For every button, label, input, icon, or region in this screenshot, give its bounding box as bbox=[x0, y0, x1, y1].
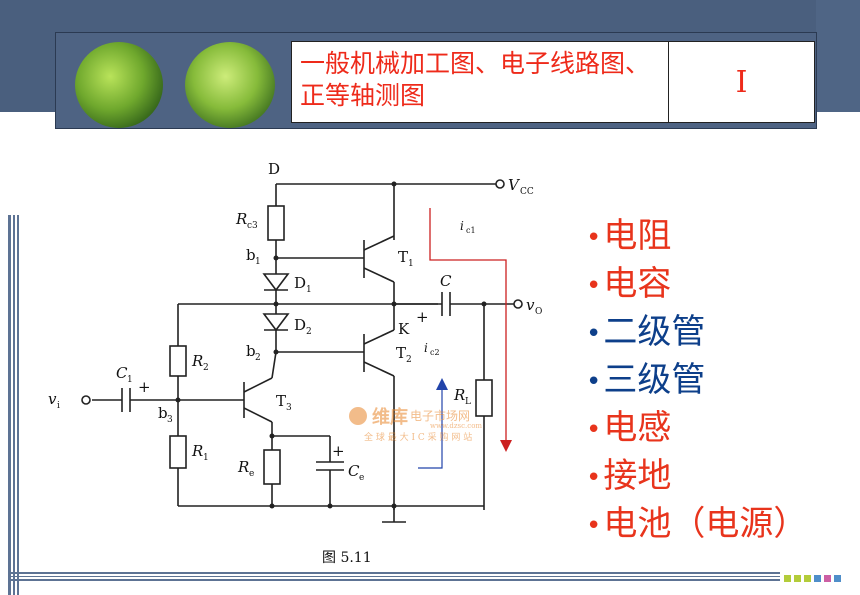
label-rl: R bbox=[453, 386, 465, 404]
list-item: •电容 bbox=[586, 260, 807, 308]
label-c1-plus: + bbox=[138, 378, 151, 396]
circuit-nodes bbox=[81, 179, 523, 509]
list-item-text: 电池（电源） bbox=[603, 504, 808, 544]
label-c-plus: + bbox=[416, 308, 429, 326]
label-r2-sub: 2 bbox=[203, 363, 209, 373]
label-t2-sub: 2 bbox=[406, 355, 412, 365]
label-vo: v bbox=[526, 296, 535, 314]
nav-dot[interactable] bbox=[834, 575, 841, 582]
label-r2: R bbox=[191, 352, 203, 370]
label-c: C bbox=[440, 272, 452, 290]
current-arrow-ic2 bbox=[418, 378, 448, 469]
label-b2: b bbox=[246, 342, 256, 360]
slide-title: 一般机械加工图、电子线路图、正等轴测图 bbox=[292, 42, 669, 122]
nav-dot[interactable] bbox=[804, 575, 811, 582]
watermark: 维库 电子市场网 www.dzsc.com 全 球 最 大 I C 采 购 网 … bbox=[349, 406, 482, 443]
label-rc3: R bbox=[235, 210, 247, 228]
label-b2-sub: 2 bbox=[255, 353, 261, 363]
label-ic1-sub: c1 bbox=[466, 226, 476, 235]
label-re-sub: e bbox=[249, 469, 254, 479]
label-ic1: i bbox=[460, 219, 464, 233]
bottom-rule bbox=[10, 572, 780, 574]
label-re: R bbox=[237, 458, 249, 476]
label-t3: T bbox=[276, 392, 286, 410]
bottom-rule-lower bbox=[10, 579, 780, 581]
label-d1-sub: 1 bbox=[306, 285, 312, 295]
bullet-marker: • bbox=[586, 510, 602, 541]
current-arrow-ic1 bbox=[429, 208, 512, 452]
watermark-sub: 全 球 最 大 I C 采 购 网 站 bbox=[364, 431, 472, 443]
label-b3: b bbox=[158, 404, 168, 422]
label-r1: R bbox=[191, 442, 203, 460]
list-item-text: 电阻 bbox=[603, 216, 672, 256]
label-r1-sub: 1 bbox=[203, 453, 209, 463]
label-vo-sub: O bbox=[535, 307, 542, 317]
leaf-image-left bbox=[75, 42, 163, 128]
list-item: •接地 bbox=[586, 452, 807, 500]
label-d2: D bbox=[294, 316, 306, 334]
nav-dot[interactable] bbox=[794, 575, 801, 582]
bullet-marker: • bbox=[586, 270, 602, 301]
bullet-marker: • bbox=[586, 462, 602, 493]
list-item: •电阻 bbox=[586, 212, 807, 260]
slide-number: I bbox=[735, 64, 748, 100]
label-vcc: V bbox=[508, 176, 521, 194]
label-c1: C bbox=[116, 364, 128, 382]
label-t1-sub: 1 bbox=[408, 259, 414, 269]
label-rc3-sub: c3 bbox=[247, 221, 258, 231]
label-rl-sub: L bbox=[465, 397, 471, 407]
list-item-text: 电容 bbox=[603, 264, 672, 304]
circuit-wires bbox=[92, 183, 514, 523]
label-vi: v bbox=[48, 390, 57, 408]
bullet-marker: • bbox=[586, 222, 602, 253]
list-item: •电感 bbox=[586, 404, 807, 452]
label-t3-sub: 3 bbox=[286, 403, 292, 413]
bottom-rule-thin bbox=[10, 576, 780, 577]
bullet-marker: • bbox=[586, 414, 602, 445]
list-item: •电池（电源） bbox=[586, 500, 807, 548]
bullet-marker: • bbox=[586, 318, 602, 349]
list-item-text: 电感 bbox=[603, 408, 672, 448]
label-ce: C bbox=[348, 462, 360, 480]
nav-dot[interactable] bbox=[824, 575, 831, 582]
header-band-right bbox=[816, 0, 860, 112]
component-list: •电阻 •电容 •二级管 •三级管 •电感 •接地 •电池（电源） bbox=[586, 212, 807, 548]
list-item: •三级管 bbox=[586, 356, 807, 404]
circuit-labels: D V CC R c3 b 1 D 1 D 2 b 2 T 1 T 2 T 3 … bbox=[48, 160, 542, 566]
label-ic2: i bbox=[424, 341, 428, 355]
label-c1-sub: 1 bbox=[127, 375, 133, 385]
label-ce-sub: e bbox=[359, 473, 364, 483]
bullet-marker: • bbox=[586, 366, 602, 397]
label-d1: D bbox=[294, 274, 306, 292]
label-k: K bbox=[398, 320, 410, 338]
left-decor-bar bbox=[8, 215, 20, 595]
label-ce-plus: + bbox=[332, 442, 345, 460]
label-t2: T bbox=[396, 344, 406, 362]
nav-dot[interactable] bbox=[814, 575, 821, 582]
label-b3-sub: 3 bbox=[167, 415, 173, 425]
title-table: 一般机械加工图、电子线路图、正等轴测图 I bbox=[291, 41, 815, 123]
label-ic2-sub: c2 bbox=[430, 348, 440, 357]
navigation-dots[interactable] bbox=[784, 575, 841, 582]
label-vi-sub: i bbox=[57, 401, 60, 411]
watermark-url: www.dzsc.com bbox=[430, 422, 482, 430]
label-d: D bbox=[268, 160, 280, 178]
nav-dot[interactable] bbox=[784, 575, 791, 582]
list-item: •二级管 bbox=[586, 308, 807, 356]
leaf-image-right bbox=[185, 42, 275, 128]
list-item-text: 接地 bbox=[603, 456, 672, 496]
list-item-text: 二级管 bbox=[603, 312, 706, 352]
circuit-diagram: 维库 电子市场网 www.dzsc.com 全 球 最 大 I C 采 购 网 … bbox=[48, 160, 542, 566]
watermark-brand: 维库 bbox=[372, 406, 408, 428]
label-d2-sub: 2 bbox=[306, 327, 312, 337]
label-b1-sub: 1 bbox=[255, 257, 261, 267]
label-b1: b bbox=[246, 246, 256, 264]
figure-caption: 图 5.11 bbox=[322, 550, 372, 566]
list-item-text: 三级管 bbox=[603, 360, 706, 400]
watermark-suffix: 电子市场网 bbox=[410, 408, 470, 423]
label-t1: T bbox=[398, 248, 408, 266]
label-vcc-sub: CC bbox=[520, 187, 534, 197]
